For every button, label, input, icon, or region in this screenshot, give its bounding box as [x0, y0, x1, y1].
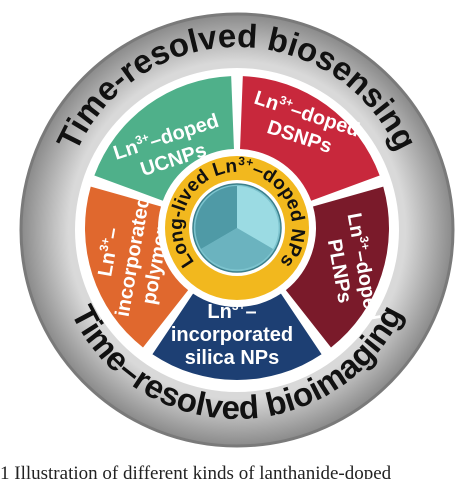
silica-name: silica NPs	[185, 347, 280, 369]
polymers-ln: Ln	[94, 250, 120, 278]
label-silica: Ln3+– incorporated silica NPs	[171, 299, 293, 369]
segment-silica	[152, 293, 322, 380]
silica-ln: Ln	[207, 301, 231, 323]
plnps-sup: 3+	[357, 235, 373, 251]
dsnps-sup: 3+	[278, 93, 295, 111]
segment-ring	[84, 76, 389, 380]
plnps-ln: Ln	[343, 211, 369, 239]
nanoparticle-illustration	[192, 183, 282, 273]
ucnps-sup: 3+	[133, 130, 150, 148]
polymers-sup: 3+	[97, 237, 113, 253]
nanoparticle-cut-face-right	[237, 186, 279, 249]
segment-polymers	[84, 186, 189, 348]
nanoparticle-outline	[192, 183, 282, 273]
segment-plnps	[285, 186, 389, 348]
nanoparticle-cut-face-bottom	[201, 228, 273, 270]
svg-text:Ln3+–: Ln3+–	[92, 226, 124, 279]
segment-ucnps	[94, 76, 234, 201]
silica-dash: –	[246, 301, 257, 323]
figure-caption: 1 Illustration of different kinds of lan…	[0, 455, 474, 479]
silica-incorporated: incorporated	[171, 324, 293, 346]
segment-dsnps	[240, 76, 380, 201]
nanoparticle-cut-face-left	[195, 186, 237, 249]
polymers-dash: –	[101, 226, 125, 241]
figure-caption-text: 1 Illustration of different kinds of lan…	[0, 463, 392, 479]
outer-ring-edge	[19, 12, 455, 448]
